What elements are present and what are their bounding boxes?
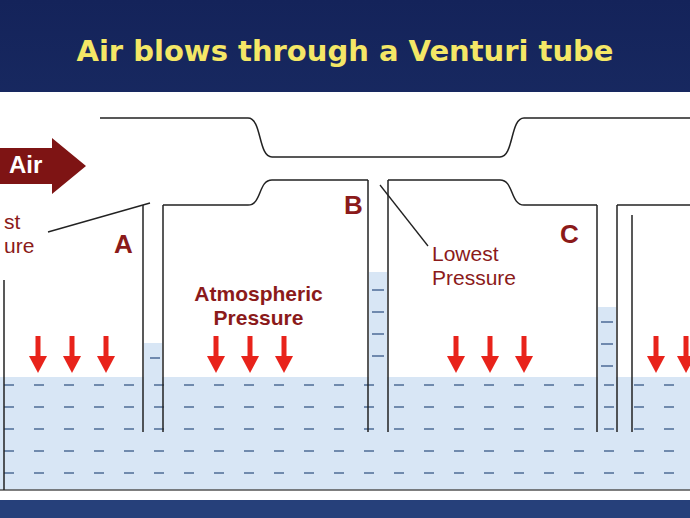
pressure-arrow-head (97, 356, 115, 373)
pressure-arrow-head (647, 356, 665, 373)
point-label: B (344, 191, 368, 221)
white-panel (0, 92, 690, 500)
pressure-arrow-head (63, 356, 81, 373)
pressure-arrow-head (515, 356, 533, 373)
liquid (0, 377, 690, 490)
pressure-label: Atmospheric Pressure (166, 282, 351, 330)
pressure-arrow-shaft (654, 336, 659, 358)
liquid-column-c (598, 307, 616, 377)
pressure-arrow-shaft (36, 336, 41, 358)
pressure-arrow-shaft (70, 336, 75, 358)
pressure-arrow-head (275, 356, 293, 373)
air-arrow (0, 138, 86, 194)
pressure-arrow-shaft (454, 336, 459, 358)
pressure-label: Lowest Pressure (432, 242, 560, 290)
point-label: C (560, 220, 586, 250)
pressure-arrow-shaft (248, 336, 253, 358)
venturi-walls (4, 118, 690, 490)
pressure-arrow-head (241, 356, 259, 373)
pressure-arrow-shaft (282, 336, 287, 358)
leader-line (48, 203, 150, 232)
title: Air blows through a Venturi tube (0, 34, 690, 68)
pressure-arrow-head (447, 356, 465, 373)
bottom-band (0, 500, 690, 518)
liquid-column-b (369, 272, 387, 377)
pressure-arrow-head (481, 356, 499, 373)
liquid-dashes (0, 377, 690, 490)
liquid-column-a (144, 343, 162, 377)
air-label: Air (9, 151, 69, 179)
pressure-arrow-head (207, 356, 225, 373)
pressure-note: st ure (4, 210, 44, 258)
basin-floor (0, 489, 690, 491)
pressure-arrow-shaft (488, 336, 493, 358)
pressure-arrow-shaft (104, 336, 109, 358)
pressure-arrow-head (29, 356, 47, 373)
pressure-arrow-shaft (522, 336, 527, 358)
leader-line (380, 185, 428, 246)
pressure-arrow-head (677, 356, 690, 373)
pressure-arrows (29, 336, 690, 373)
pressure-arrow-shaft (214, 336, 219, 358)
pressure-arrow-shaft (684, 336, 689, 358)
point-label: A (114, 230, 140, 260)
